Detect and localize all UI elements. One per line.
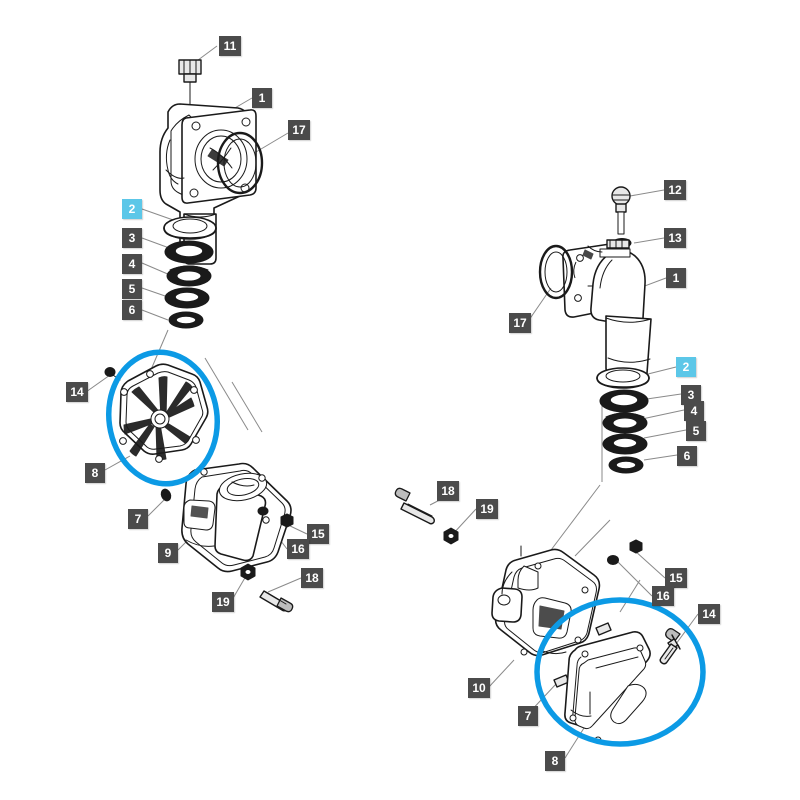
callout-6-c-6-right[interactable]: 6 — [677, 446, 697, 466]
part-1-housing-left — [159, 103, 257, 265]
part-17-o-ring-left — [216, 131, 264, 195]
callout-9-c-9-left[interactable]: 9 — [158, 543, 178, 563]
callout-11-c-11-left[interactable]: 11 — [219, 36, 241, 56]
highlight-right-side-cover — [534, 597, 706, 747]
callout-8-c-8-right[interactable]: 8 — [545, 751, 565, 771]
callout-18-c-18-right[interactable]: 18 — [437, 481, 459, 501]
callout-18-c-18-left[interactable]: 18 — [301, 568, 323, 588]
callout-1-c-1-left[interactable]: 1 — [252, 88, 272, 108]
part-2-seal-left — [163, 216, 217, 240]
part-5-ring-left — [164, 287, 210, 309]
callout-4-c-4-right[interactable]: 4 — [684, 401, 704, 421]
callout-14-c-14-left[interactable]: 14 — [66, 382, 88, 402]
left-assembly — [104, 59, 294, 613]
callout-19-c-19-right[interactable]: 19 — [476, 499, 498, 519]
part-3-ring-left — [164, 240, 214, 264]
callout-8-c-8-left[interactable]: 8 — [85, 463, 105, 483]
highlight-overlays — [105, 349, 706, 747]
part-16-washer-left — [257, 506, 269, 516]
callout-5-c-5-right[interactable]: 5 — [686, 421, 706, 441]
callout-3-c-3-right[interactable]: 3 — [681, 385, 701, 405]
callout-7-c-7-right[interactable]: 7 — [518, 706, 538, 726]
part-4-ring-right — [602, 412, 648, 434]
callout-1-c-1-right[interactable]: 1 — [666, 268, 686, 288]
part-4-ring-left — [166, 265, 212, 287]
callout-2-c-2-right[interactable]: 2 — [676, 357, 696, 377]
callout-15-c-15-right[interactable]: 15 — [665, 568, 687, 588]
part-2-seal-right — [596, 367, 650, 389]
highlight-left-fan-cover — [105, 349, 221, 487]
part-17-o-ring-right — [538, 244, 574, 300]
part-14-bolt-right — [659, 628, 681, 665]
part-6-ring-left — [168, 311, 204, 329]
callout-4-c-4-left[interactable]: 4 — [122, 254, 142, 274]
part-8-side-cover-right — [564, 631, 651, 744]
part-5-ring-right — [602, 433, 648, 455]
callout-6-c-6-left[interactable]: 6 — [122, 300, 142, 320]
callout-2-c-2-left[interactable]: 2 — [122, 199, 142, 219]
part-16-washer-right — [607, 555, 619, 565]
callout-15-c-15-left[interactable]: 15 — [307, 524, 329, 544]
part-8-fan-cover-left — [119, 363, 209, 463]
part-19-nut-left — [240, 563, 256, 581]
part-19-nut-right — [443, 527, 459, 545]
part-15-nut-right — [629, 539, 643, 554]
callout-7-c-7-left[interactable]: 7 — [128, 509, 148, 529]
callout-5-c-5-left[interactable]: 5 — [122, 279, 142, 299]
callout-19-c-19-left[interactable]: 19 — [212, 592, 234, 612]
part-7-dowel-pin-left — [160, 488, 172, 502]
callout-17-c-17-right[interactable]: 17 — [509, 313, 531, 333]
callout-10-c-10-right[interactable]: 10 — [468, 678, 490, 698]
part-3-ring-right — [599, 389, 649, 413]
part-15-nut-left — [280, 513, 294, 528]
part-1-housing-right — [562, 239, 652, 380]
part-12-knob-right — [611, 186, 631, 235]
part-18-bolt-right — [394, 487, 435, 525]
part-6-ring-right — [608, 456, 644, 474]
callout-16-c-16-right[interactable]: 16 — [652, 586, 674, 606]
callout-17-c-17-left[interactable]: 17 — [288, 120, 310, 140]
callout-12-c-12-right[interactable]: 12 — [664, 180, 686, 200]
part-7-dowel-pin-right-a — [595, 622, 612, 636]
callout-14-c-14-right[interactable]: 14 — [698, 604, 720, 624]
part-9-pump-body-left — [181, 462, 292, 573]
callout-16-c-16-left[interactable]: 16 — [287, 539, 309, 559]
callout-3-c-3-left[interactable]: 3 — [122, 228, 142, 248]
part-18-bolt-left — [259, 590, 294, 613]
callout-13-c-13-right[interactable]: 13 — [664, 228, 686, 248]
part-11-plug — [178, 59, 202, 109]
